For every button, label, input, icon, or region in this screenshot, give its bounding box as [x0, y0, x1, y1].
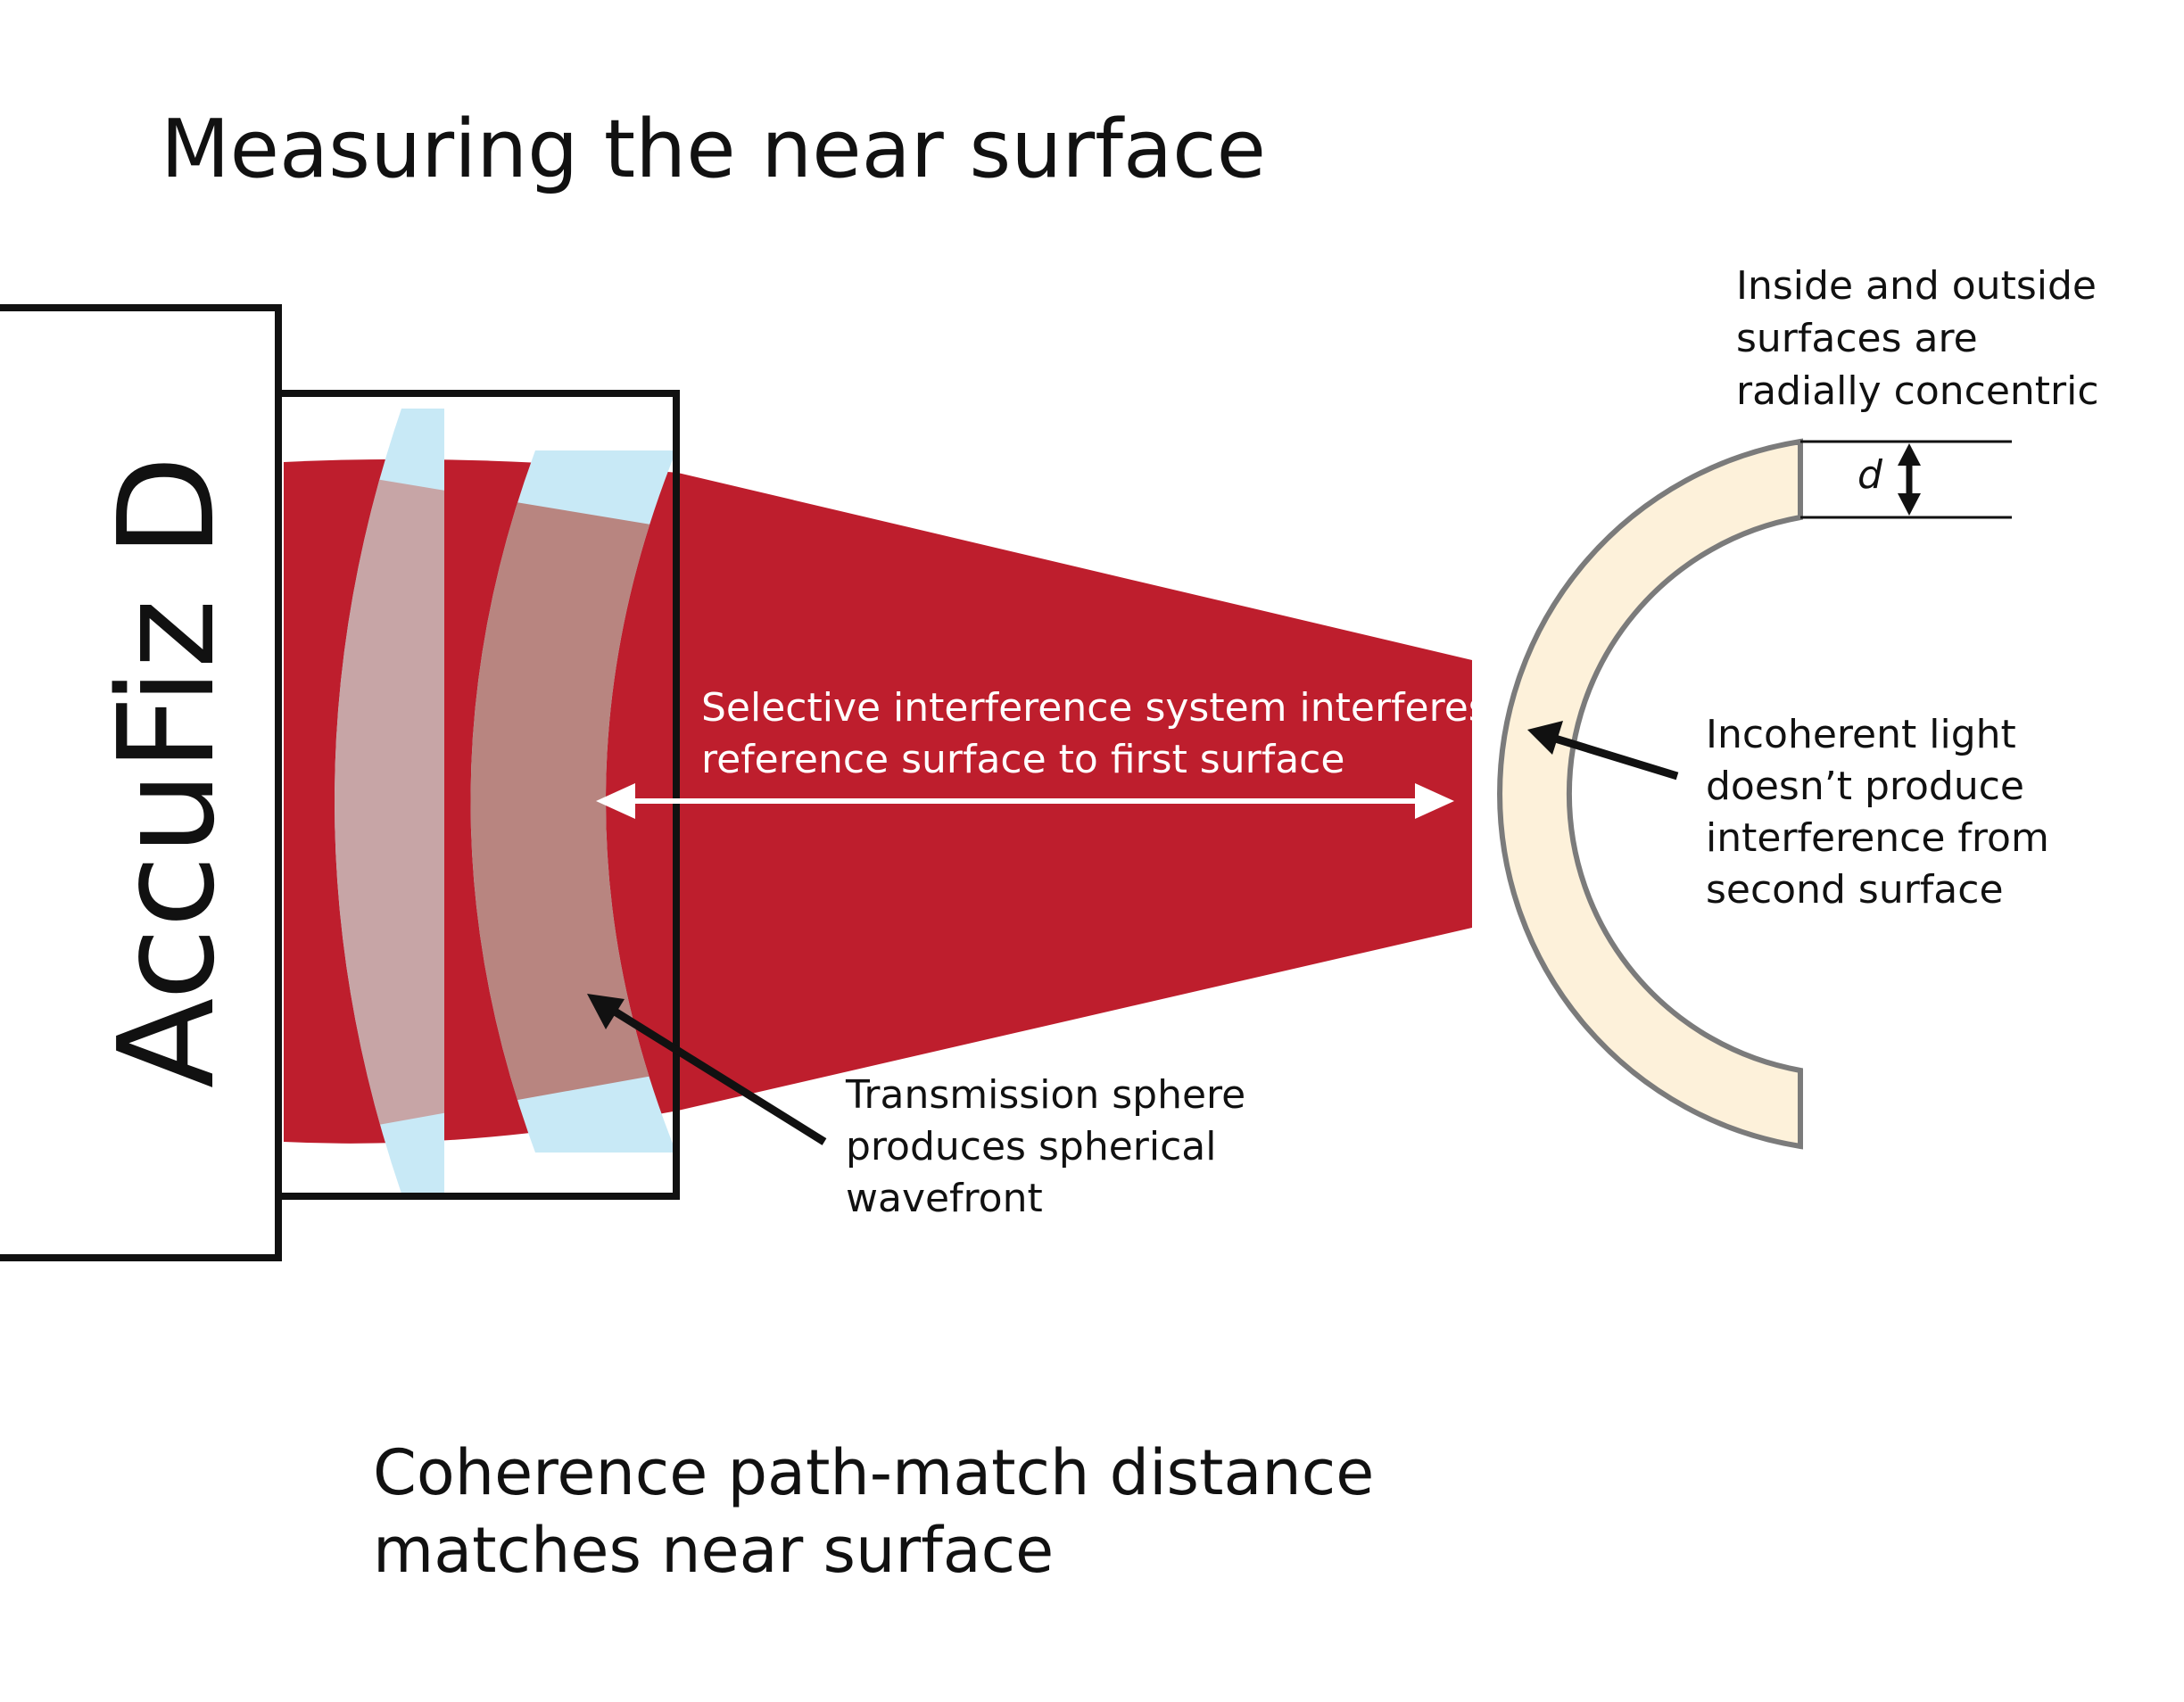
path-match-arrow	[596, 783, 1454, 819]
spherical-shell	[1497, 438, 1803, 1150]
selective-interference-note: Selective interference system interferes…	[701, 685, 1502, 782]
dimension-label: d	[1857, 452, 1883, 498]
transmission-pointer-arrow	[587, 994, 827, 1145]
dimension-arrow	[1898, 443, 1921, 516]
transmission-sphere-housing	[275, 390, 680, 1200]
concentric-note: Inside and outside surfaces are radially…	[1736, 263, 2109, 414]
page-title: Measuring the near surface	[161, 103, 1266, 196]
transmission-sphere-note: Transmission sphere produces spherical w…	[845, 1072, 1258, 1221]
footer-caption: Coherence path-match distance matches ne…	[373, 1436, 1394, 1587]
device-label: AccuFiz D	[90, 456, 244, 1088]
transmission-lens-in-beam	[470, 464, 676, 1142]
incoherent-pointer-arrow	[1527, 721, 1679, 781]
reference-lens-in-beam	[335, 464, 444, 1142]
incoherent-light-note: Incoherent light doesn’t produce interfe…	[1706, 712, 2062, 913]
